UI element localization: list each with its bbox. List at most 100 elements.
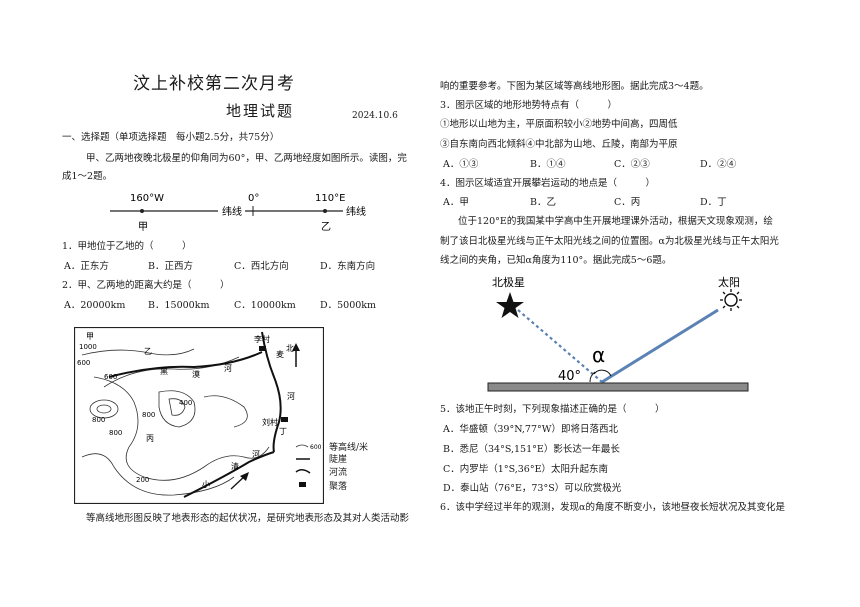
- contour-600-label-a: 600: [77, 359, 90, 367]
- q4-stem: 4．图示区域适宜开展攀岩运动的地点是（ ）: [440, 178, 656, 189]
- q1-option-d[interactable]: D．东南方向: [320, 261, 376, 272]
- section-heading: 一、选择题（单项选择题 每小题2.5分，共75分）: [62, 132, 280, 143]
- map-yi-label: 乙: [144, 347, 152, 356]
- q1-option-b[interactable]: B．正西方: [148, 261, 193, 272]
- sun-ray: [601, 308, 719, 384]
- legend-river-label: 河流: [329, 468, 348, 478]
- contour-hill-2-inner: [168, 398, 186, 416]
- sun-icon: [720, 289, 742, 311]
- q5-option-c[interactable]: C．内罗毕（1°S,36°E）太阳升起东南: [443, 464, 609, 475]
- river-char-1: 黑: [160, 367, 168, 376]
- contour-1000-label: 1000: [79, 343, 97, 351]
- river-heimo: [108, 351, 263, 378]
- q2-option-d[interactable]: D．5000km: [320, 300, 377, 311]
- point-jia: [140, 209, 144, 213]
- longitude-figure: 160°W 0° 110°E 纬线 纬线 甲 乙: [110, 193, 366, 233]
- river-char-2: 漠: [192, 369, 200, 379]
- map-jia-label: 甲: [86, 332, 94, 341]
- contour-600-label-b: 600: [104, 373, 117, 381]
- passage-q3-4-line2: 响的重要参考。下图为某区域等高线地形图。据此完成3～4题。: [440, 81, 709, 92]
- river-char-9: 河: [252, 449, 260, 459]
- passage-q3-4-line1: 等高线地形图反映了地表形态的起伏状况，是研究地表形态及其对人类活动影: [86, 513, 410, 524]
- q3-statement-1-2: ①地形以山地为主，平原面积较小②地势中间高，四周低: [440, 119, 678, 130]
- exam-title: 汶上补校第二次月考: [133, 74, 295, 94]
- exam-date: 2024.10.6: [352, 111, 398, 121]
- q1-option-a[interactable]: A．正东方: [64, 261, 109, 272]
- river-char-3: 河: [224, 363, 232, 373]
- contour-800-hill-2: [158, 390, 196, 428]
- north-arrow-icon: [292, 343, 300, 351]
- flow-arrow-head: [240, 472, 249, 481]
- q4-option-a[interactable]: A．甲: [443, 197, 469, 208]
- place-yi-label: 乙: [321, 221, 331, 233]
- village-li-marker: [259, 346, 266, 351]
- river-xiaoqing: [183, 451, 275, 498]
- legend-contour-icon: [295, 444, 309, 448]
- q5-stem: 5．该地正午时刻，下列现象描述正确的是（ ）: [440, 404, 665, 415]
- sun-label: 太阳: [718, 276, 740, 289]
- map-frame: [74, 327, 324, 504]
- latitude-label-right: 纬线: [346, 205, 366, 218]
- legend-contour-label: 等高线/米: [329, 443, 369, 453]
- q2-option-c[interactable]: C．10000km: [234, 300, 296, 311]
- polaris-label: 北极星: [492, 275, 525, 289]
- q5-option-a[interactable]: A．华盛顿（39°N,77°W）即将日落西北: [443, 424, 619, 435]
- q3-option-a[interactable]: A．①③: [443, 159, 479, 170]
- polaris-star-icon: [496, 292, 524, 318]
- q4-option-b[interactable]: B．乙: [530, 197, 556, 208]
- exam-subtitle: 地理试题: [226, 102, 295, 120]
- ground-surface: [487, 382, 749, 392]
- river-maibei: [261, 331, 282, 453]
- map-bing-label: 丙: [146, 434, 154, 443]
- q3-option-c[interactable]: C．②③: [614, 159, 650, 170]
- q6-stem: 6．该中学经过半年的观测，发现α的角度不断变小，该地昼夜长短状况及其变化是: [440, 502, 785, 513]
- contour-hill-1-inner: [96, 404, 112, 414]
- contour-800-outer: [93, 376, 270, 481]
- angle-40-arc: [589, 371, 596, 383]
- alpha-symbol: α: [592, 343, 605, 367]
- village-liu-marker: [281, 417, 288, 422]
- river-char-4: 麦: [276, 349, 284, 359]
- contour-200-label: 200: [136, 476, 149, 484]
- q4-option-d[interactable]: D．丁: [700, 197, 727, 208]
- river-char-6: 河: [287, 391, 295, 401]
- q5-option-d[interactable]: D．泰山站（76°E，73°S）可以欣赏极光: [443, 483, 622, 494]
- q5-option-b[interactable]: B．悉尼（34°S,151°E）影长达一年最长: [443, 444, 620, 455]
- polaris-ray: [517, 309, 603, 383]
- passage-q5-6-line1: 位于120°E的我国某中学高中生开展地理课外活动，根据天文现象观测，绘: [458, 216, 773, 227]
- intro-q1-2-line2: 成1～2题。: [62, 171, 113, 182]
- q3-option-b[interactable]: B．①④: [530, 159, 566, 170]
- q4-option-c[interactable]: C．丙: [614, 197, 641, 208]
- polaris-sun-figure: 北极星 太阳 α 40°: [487, 275, 749, 392]
- contour-800-hill-1: [89, 399, 119, 419]
- latitude-label-left: 纬线: [222, 205, 242, 218]
- lon-0-label: 0°: [248, 193, 259, 204]
- legend-village-label: 聚落: [329, 482, 348, 492]
- passage-q5-6-line2: 制了该日北极星光线与正午太阳光线之间的位置图。α为北极星光线与正午太阳光: [440, 236, 779, 247]
- contour-800-label-a: 800: [92, 416, 105, 424]
- map-ding-label: 丁: [279, 427, 287, 436]
- contour-800-label-b: 800: [142, 411, 155, 419]
- q1-option-c[interactable]: C．西北方向: [234, 261, 289, 272]
- q3-stem: 3．图示区域的地形地势特点有（ ）: [440, 100, 618, 111]
- legend-river-icon: [295, 469, 311, 474]
- contour-400-label: 400: [179, 399, 192, 407]
- legend-contour-value: 600: [310, 444, 322, 451]
- angle-40-label: 40°: [558, 369, 581, 384]
- q2-option-a[interactable]: A．20000km: [64, 300, 126, 311]
- legend-cliff-label: 陡崖: [329, 455, 348, 465]
- river-char-8: 清: [231, 461, 239, 471]
- legend-village-icon: [299, 482, 306, 487]
- q2-stem: 2．甲、乙两地的距离大约是（ ）: [62, 280, 230, 291]
- q2-option-b[interactable]: B．15000km: [148, 300, 210, 311]
- q1-stem: 1．甲地位于乙地的（ ）: [62, 241, 192, 252]
- contour-1000: [81, 348, 195, 356]
- contour-200: [81, 453, 235, 496]
- river-char-5: 北: [286, 344, 294, 353]
- passage-q5-6-line3: 线之间的夹角，已知α角度为110°。据此完成5～6题。: [440, 255, 672, 266]
- village-liu-label: 刘村: [262, 417, 278, 427]
- angle-alpha-arc: [593, 369, 612, 377]
- q3-option-d[interactable]: D．②④: [700, 159, 737, 170]
- contour-map: 甲 1000 600 乙 600 黑 漠 河 李村 麦 北 河 800 800 …: [74, 327, 324, 504]
- contour-800-label-c: 800: [109, 429, 122, 437]
